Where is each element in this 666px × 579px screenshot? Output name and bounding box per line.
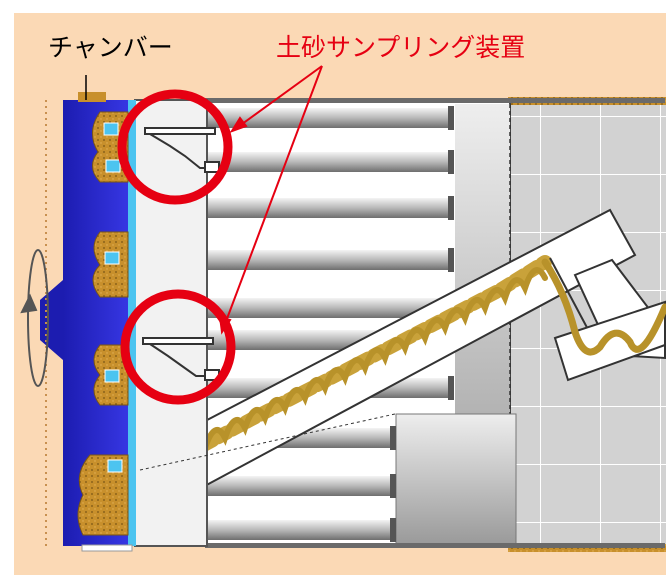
cutter-head [40,92,136,552]
chamber-label: チャンバー [48,33,173,62]
screw-conveyor [138,208,666,512]
callout-circles [117,89,236,405]
chamber-wall [134,99,208,547]
sampling-device-icon [142,127,220,381]
rotation-arrow-icon [20,249,49,387]
callout-leader-lines [218,65,323,335]
soil-sampling-device-label: 土砂サンプリング装置 [276,33,526,62]
